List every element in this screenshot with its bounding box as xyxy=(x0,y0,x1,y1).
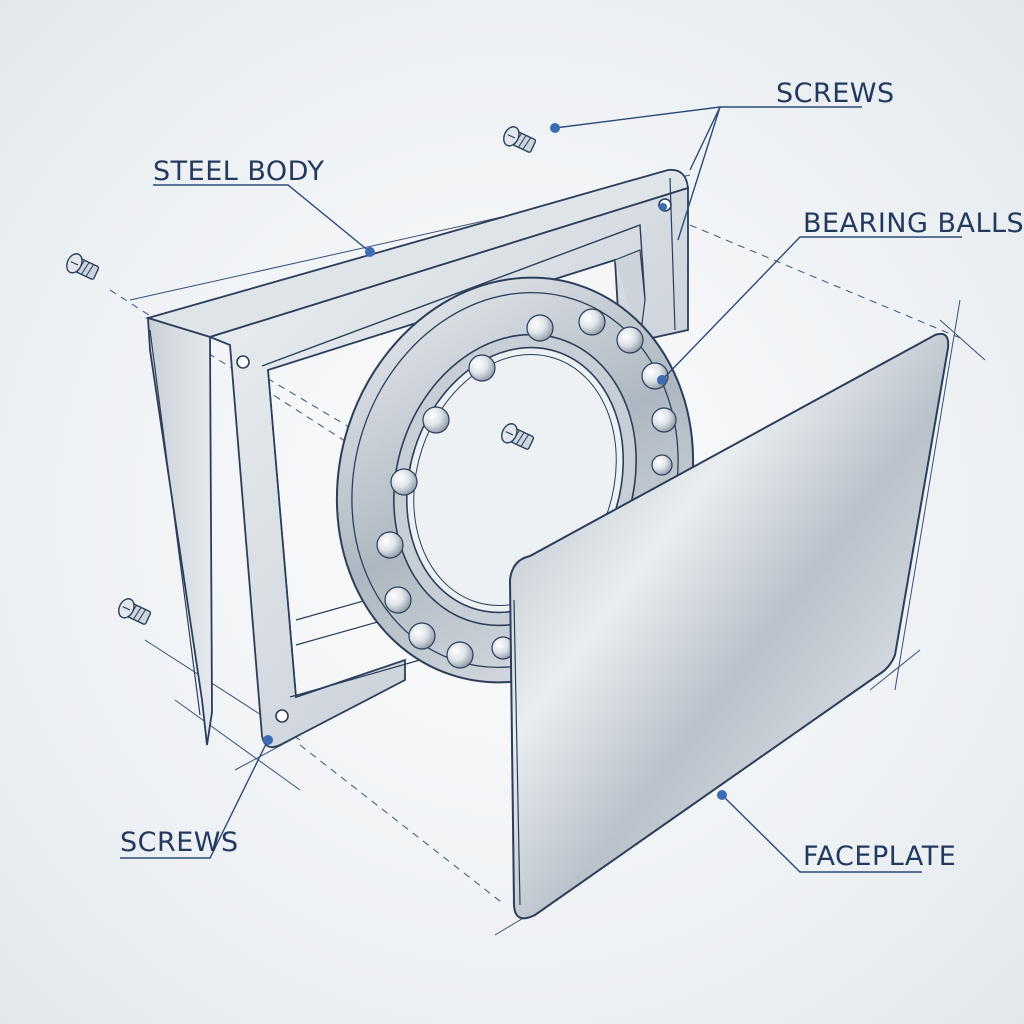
faceplate xyxy=(508,332,950,920)
bearing-balls xyxy=(376,308,677,669)
steel-body-frame xyxy=(144,168,689,748)
screw-left-bottom xyxy=(115,595,154,629)
label-bearing-balls: BEARING BALLS xyxy=(803,208,1024,239)
leader-lines xyxy=(120,106,962,873)
label-faceplate: FACEPLATE xyxy=(803,841,957,872)
label-steel-body: STEEL BODY xyxy=(153,156,325,187)
screw-top xyxy=(500,123,539,157)
screw-left-top xyxy=(63,250,102,284)
label-screws-top: SCREWS xyxy=(776,78,895,109)
label-screws-bottom: SCREWS xyxy=(120,827,239,858)
leader-dots xyxy=(263,123,727,800)
